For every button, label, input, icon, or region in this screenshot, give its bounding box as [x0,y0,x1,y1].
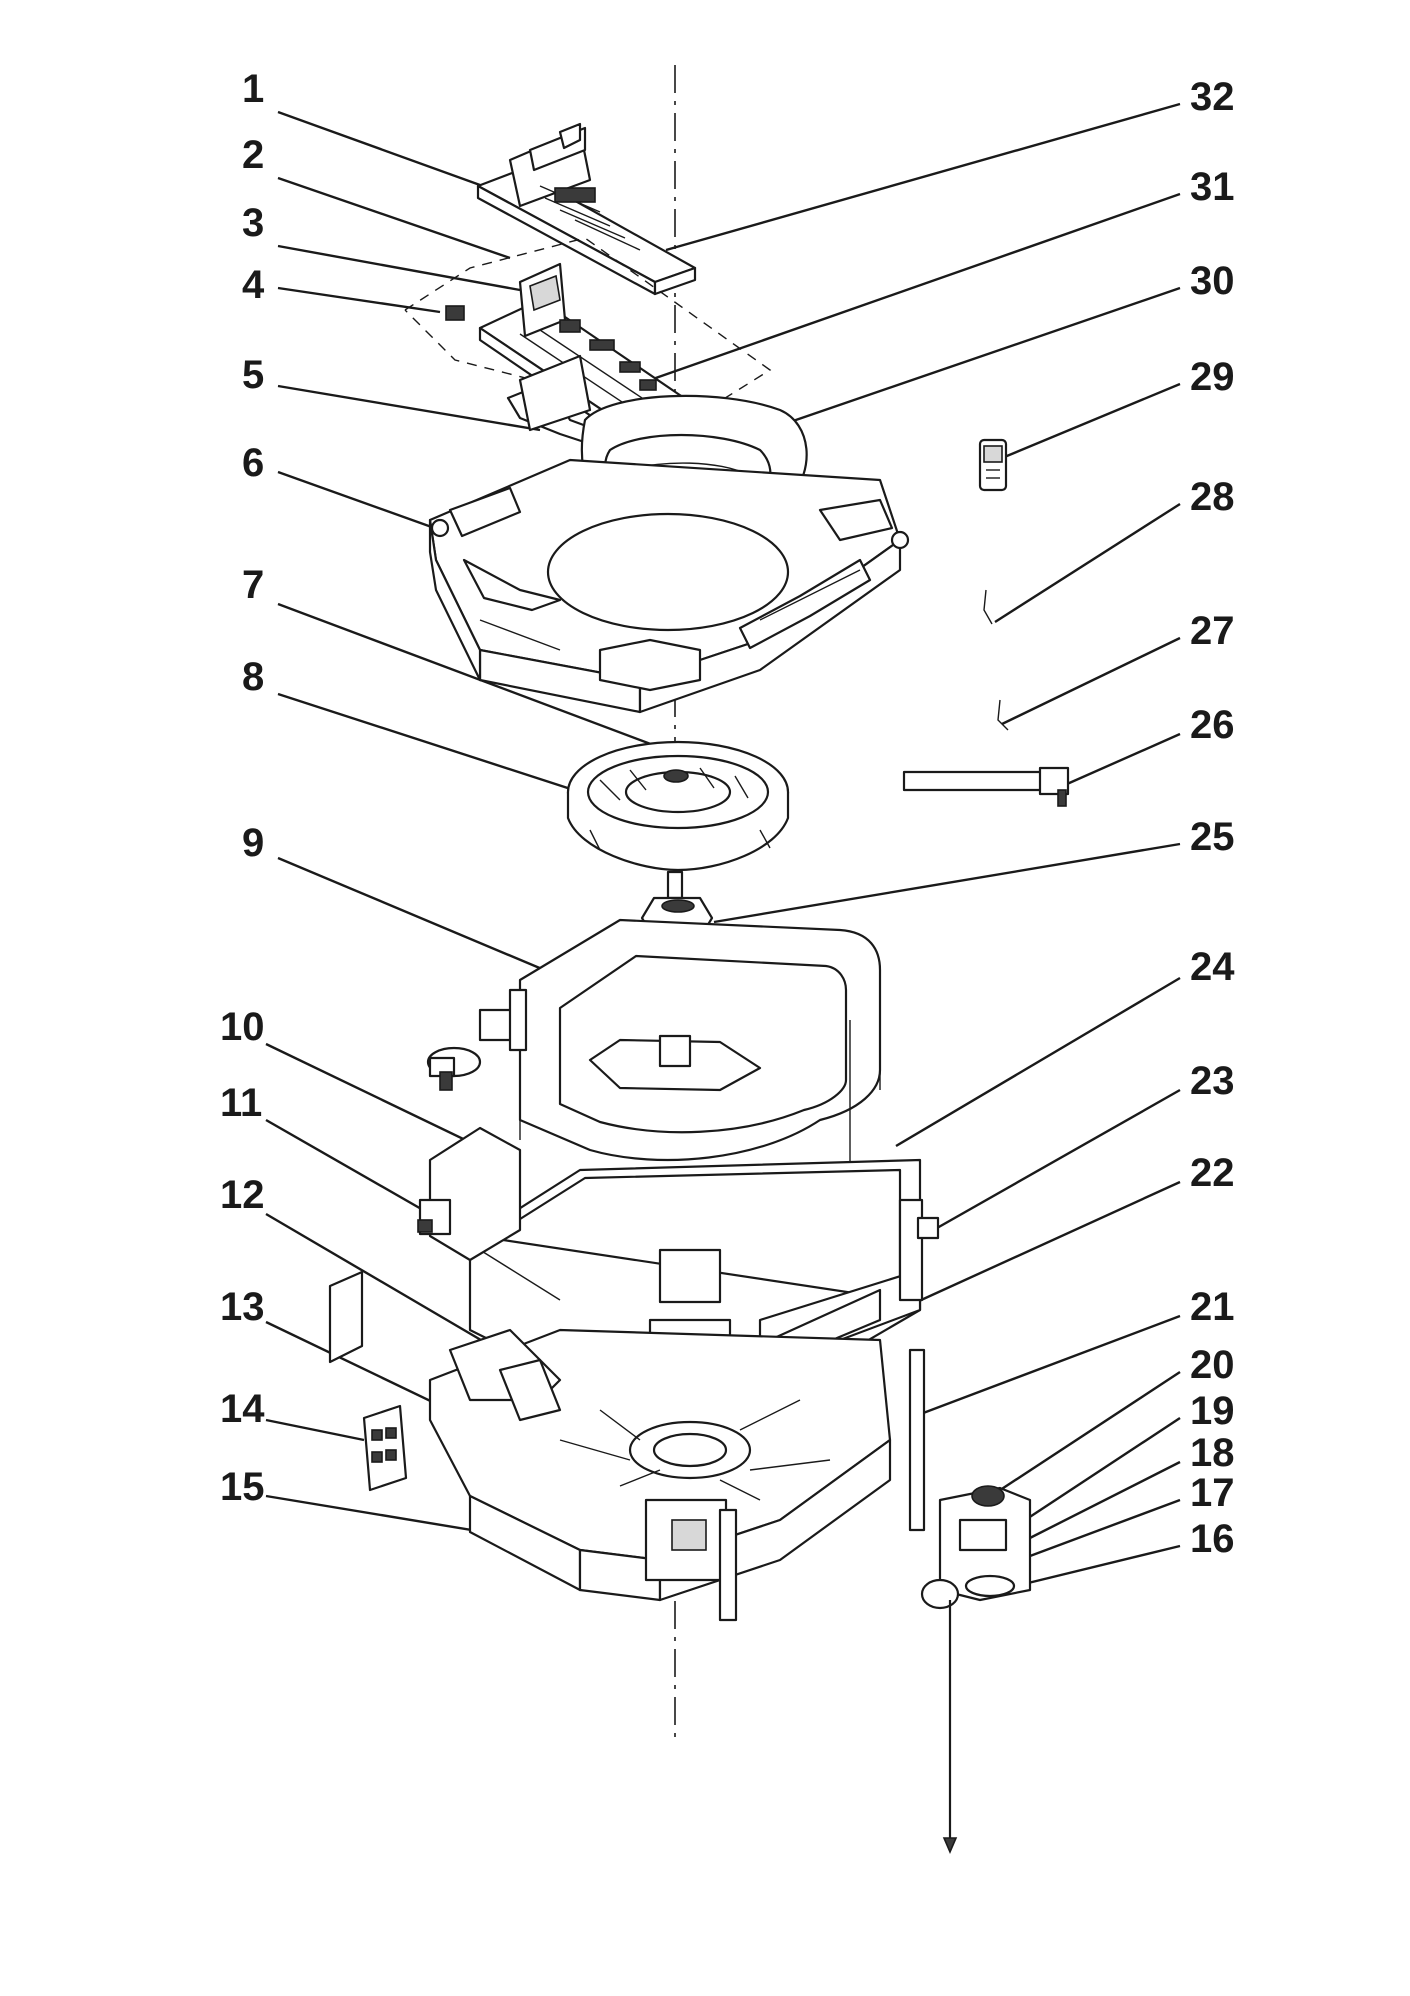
callout-4: 4 [242,263,265,307]
leader-26 [1057,732,1181,790]
callout-6: 6 [242,441,264,485]
remote-control [978,438,1008,492]
callout-22: 22 [1190,1151,1235,1195]
bracket-14 [362,1404,408,1492]
leader-6 [277,470,441,532]
leader-16 [1023,1544,1181,1586]
leader-17 [1029,1498,1181,1558]
leader-7 [277,602,673,754]
callout-9: 9 [242,821,264,865]
callout-8: 8 [242,655,264,699]
heat-exchanger [518,918,882,1240]
leader-19 [1009,1416,1181,1532]
leader-20 [984,1370,1181,1502]
leader-14 [265,1418,365,1442]
callout-21: 21 [1190,1285,1235,1329]
leader-11 [265,1118,431,1216]
callout-28: 28 [1190,475,1235,519]
callout-15: 15 [220,1465,265,1509]
leader-5 [277,384,541,432]
refrigerant-pipes [426,988,528,1091]
callout-18: 18 [1190,1431,1235,1475]
callout-27: 27 [1190,609,1235,653]
centrifugal-fan [566,740,790,872]
callout-31: 31 [1190,165,1235,209]
clip-27 [997,699,1009,731]
temperature-sensor [902,766,1070,807]
leader-18 [1021,1460,1181,1544]
callout-17: 17 [1190,1471,1235,1515]
callout-12: 12 [220,1173,265,1217]
leader-1 [277,110,481,187]
callout-29: 29 [1190,355,1235,399]
callout-24: 24 [1190,945,1235,989]
leader-3 [277,244,521,292]
callout-14: 14 [220,1387,265,1431]
leader-9 [277,856,581,987]
top-frame [428,458,910,714]
callout-19: 19 [1190,1389,1235,1433]
callout-25: 25 [1190,815,1235,859]
leader-4 [277,286,441,314]
leader-12 [265,1212,499,1352]
callout-20: 20 [1190,1343,1235,1387]
leader-23 [929,1088,1181,1234]
leader-22 [907,1180,1181,1308]
callout-32: 32 [1190,75,1235,119]
leader-29 [1001,382,1181,460]
left-bracket-box [417,1126,522,1262]
leader-27 [1001,636,1181,726]
callout-16: 16 [1190,1517,1235,1561]
callout-3: 3 [242,201,264,245]
callout-30: 30 [1190,259,1235,303]
leader-32 [665,102,1181,252]
leader-24 [895,976,1181,1148]
cover-plate-13 [328,1270,364,1364]
callout-10: 10 [220,1005,265,1049]
callout-7: 7 [242,563,264,607]
leader-25 [713,842,1181,924]
callout-1: 1 [242,67,264,111]
callout-13: 13 [220,1285,265,1329]
leader-30 [789,286,1181,424]
leader-8 [277,692,581,794]
connector-part-4 [445,305,465,321]
wiring-path [404,237,772,421]
leader-21 [909,1314,1181,1420]
leader-10 [265,1042,483,1150]
callout-26: 26 [1190,703,1235,747]
callout-23: 23 [1190,1059,1235,1103]
float-switch-assembly [920,1485,1032,1855]
clip-28 [983,589,993,625]
callout-5: 5 [242,353,264,397]
electric-box-cover [476,122,697,296]
callout-11: 11 [220,1081,262,1125]
leader-31 [649,192,1181,382]
base-tray [428,1328,926,1622]
callout-2: 2 [242,133,264,177]
leader-2 [277,176,511,260]
leader-28 [994,502,1181,624]
